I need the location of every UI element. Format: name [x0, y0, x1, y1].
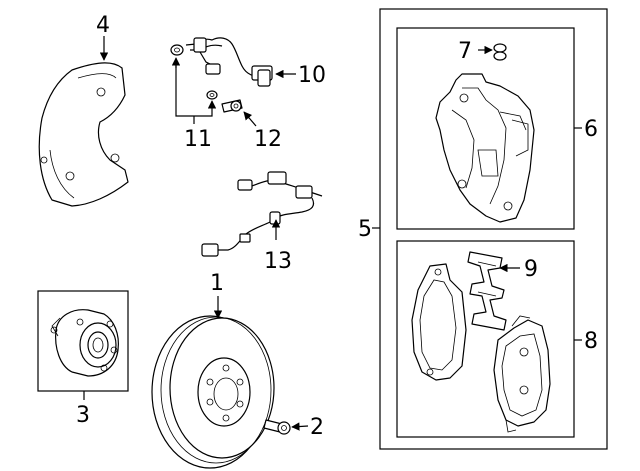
washer-part — [206, 90, 218, 100]
callout-4: 4 — [96, 13, 110, 38]
callout-6: 6 — [584, 117, 598, 142]
leader-2 — [291, 422, 309, 431]
callout-2: 2 — [310, 415, 324, 440]
pad-kit-box — [396, 240, 575, 438]
hub-box — [37, 290, 129, 392]
callout-7: 7 — [458, 39, 472, 64]
bleeder-cap-part — [493, 43, 507, 61]
callout-12: 12 — [254, 127, 282, 152]
leader-12 — [243, 111, 257, 127]
callout-13: 13 — [264, 249, 292, 274]
pad-shim-part — [467, 251, 507, 331]
callout-3: 3 — [76, 403, 90, 428]
bolt-part-2 — [263, 419, 291, 435]
bolt-part-12 — [221, 99, 243, 113]
callout-8: 8 — [584, 329, 598, 354]
hub-bearing-part — [50, 309, 119, 377]
caliper-assembly-box — [379, 8, 608, 450]
dust-shield-part — [38, 62, 129, 207]
sensor-harness-upper — [170, 37, 273, 87]
callout-10: 10 — [298, 63, 326, 88]
callout-5: 5 — [358, 217, 372, 242]
inner-brake-pad — [411, 263, 467, 381]
abs-sensor-harness — [201, 171, 323, 257]
caliper-part — [435, 73, 535, 223]
callout-1: 1 — [210, 271, 224, 296]
callout-9: 9 — [524, 257, 538, 282]
outer-brake-pad — [493, 315, 551, 433]
brake-rotor-part — [151, 315, 275, 469]
callout-11: 11 — [184, 127, 212, 152]
